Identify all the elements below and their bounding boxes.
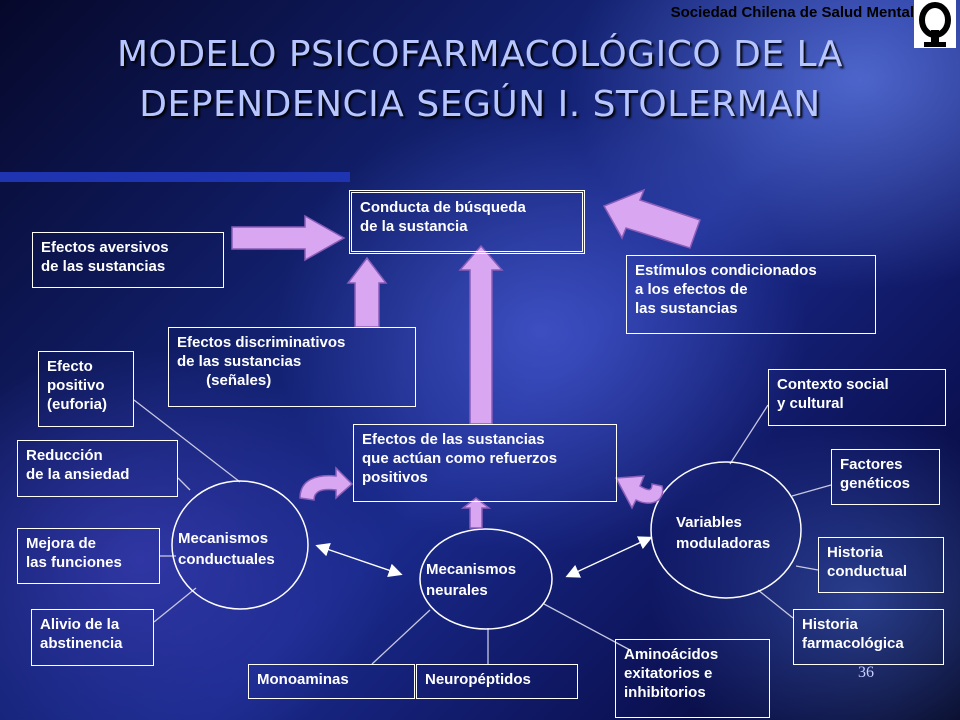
decorative-bar	[0, 172, 350, 182]
ellipse-mecanismos-neurales	[419, 528, 553, 630]
block-arrow-refuerzos	[458, 244, 504, 425]
connector-historia-farmacologica	[757, 589, 794, 619]
box-efectos-refuerzos: Efectos de las sustancias que actúan com…	[353, 424, 617, 502]
box-historia-farmacologica: Historia farmacológica	[793, 609, 944, 665]
box-alivio-abstinencia: Alivio de la abstinencia	[31, 609, 154, 666]
box-mejora-funciones: Mejora de las funciones	[17, 528, 160, 584]
box-reduccion-ansiedad: Reducción de la ansiedad	[17, 440, 178, 497]
block-arrow-discriminativos	[346, 256, 388, 328]
connector-efecto-positivo	[133, 399, 241, 483]
block-arrow-aversivos	[231, 214, 346, 262]
box-neuropeptidos: Neuropéptidos	[416, 664, 578, 699]
arrow-neurales-moduladoras	[565, 536, 653, 578]
box-historia-conductual: Historia conductual	[818, 537, 944, 593]
arrow-conductuales-neurales	[315, 542, 403, 578]
box-efecto-positivo: Efecto positivo (euforia)	[38, 351, 134, 427]
connector-monoaminas	[371, 609, 431, 665]
ellipse-mecanismos-conductuales	[171, 480, 309, 610]
connector-contexto-social	[729, 404, 769, 465]
box-aminoacidos: Aminoácidos exitatorios e inhibitorios	[615, 639, 770, 718]
block-arrow-neurales	[460, 497, 492, 529]
connector-factores-geneticos	[791, 484, 832, 497]
node-mecanismos-neurales: Mecanismos neurales	[426, 561, 517, 599]
block-arrow-estimulos	[602, 188, 701, 249]
page-number: 36	[858, 664, 874, 681]
ellipse-variables-moduladoras	[650, 461, 802, 599]
organization-name: Sociedad Chilena de Salud Mental	[670, 4, 914, 21]
connector-historia-conductual	[795, 565, 819, 571]
block-arrow-moduladoras-curve	[614, 475, 664, 510]
box-efectos-aversivos: Efectos aversivos de las sustancias	[32, 232, 224, 288]
title-line-2: DEPENDENCIA SEGÚN I. STOLERMAN	[139, 84, 821, 125]
box-efectos-discriminativos: Efectos discriminativos de las sustancia…	[168, 327, 416, 407]
box-contexto-social: Contexto social y cultural	[768, 369, 946, 426]
title-line-1: MODELO PSICOFARMACOLÓGICO DE LA	[116, 34, 844, 75]
node-mecanismos-conductuales: Mecanismos conductuales	[178, 530, 275, 568]
box-monoaminas: Monoaminas	[248, 664, 415, 699]
node-variables-moduladoras: Variables moduladoras	[676, 514, 771, 552]
box-estimulos-condicionados: Estímulos condicionados a los efectos de…	[626, 255, 876, 334]
box-factores-geneticos: Factores genéticos	[831, 449, 940, 505]
connector-reduccion-ansiedad	[177, 477, 191, 491]
connector-alivio-abstinencia	[153, 587, 197, 623]
omega-logo-icon	[914, 0, 956, 48]
box-conducta-busqueda: Conducta de búsqueda de la sustancia	[349, 190, 585, 254]
block-arrow-conductuales-curve	[299, 466, 354, 501]
page-title: MODELO PSICOFARMACOLÓGICO DE LA DEPENDEN…	[0, 30, 960, 130]
